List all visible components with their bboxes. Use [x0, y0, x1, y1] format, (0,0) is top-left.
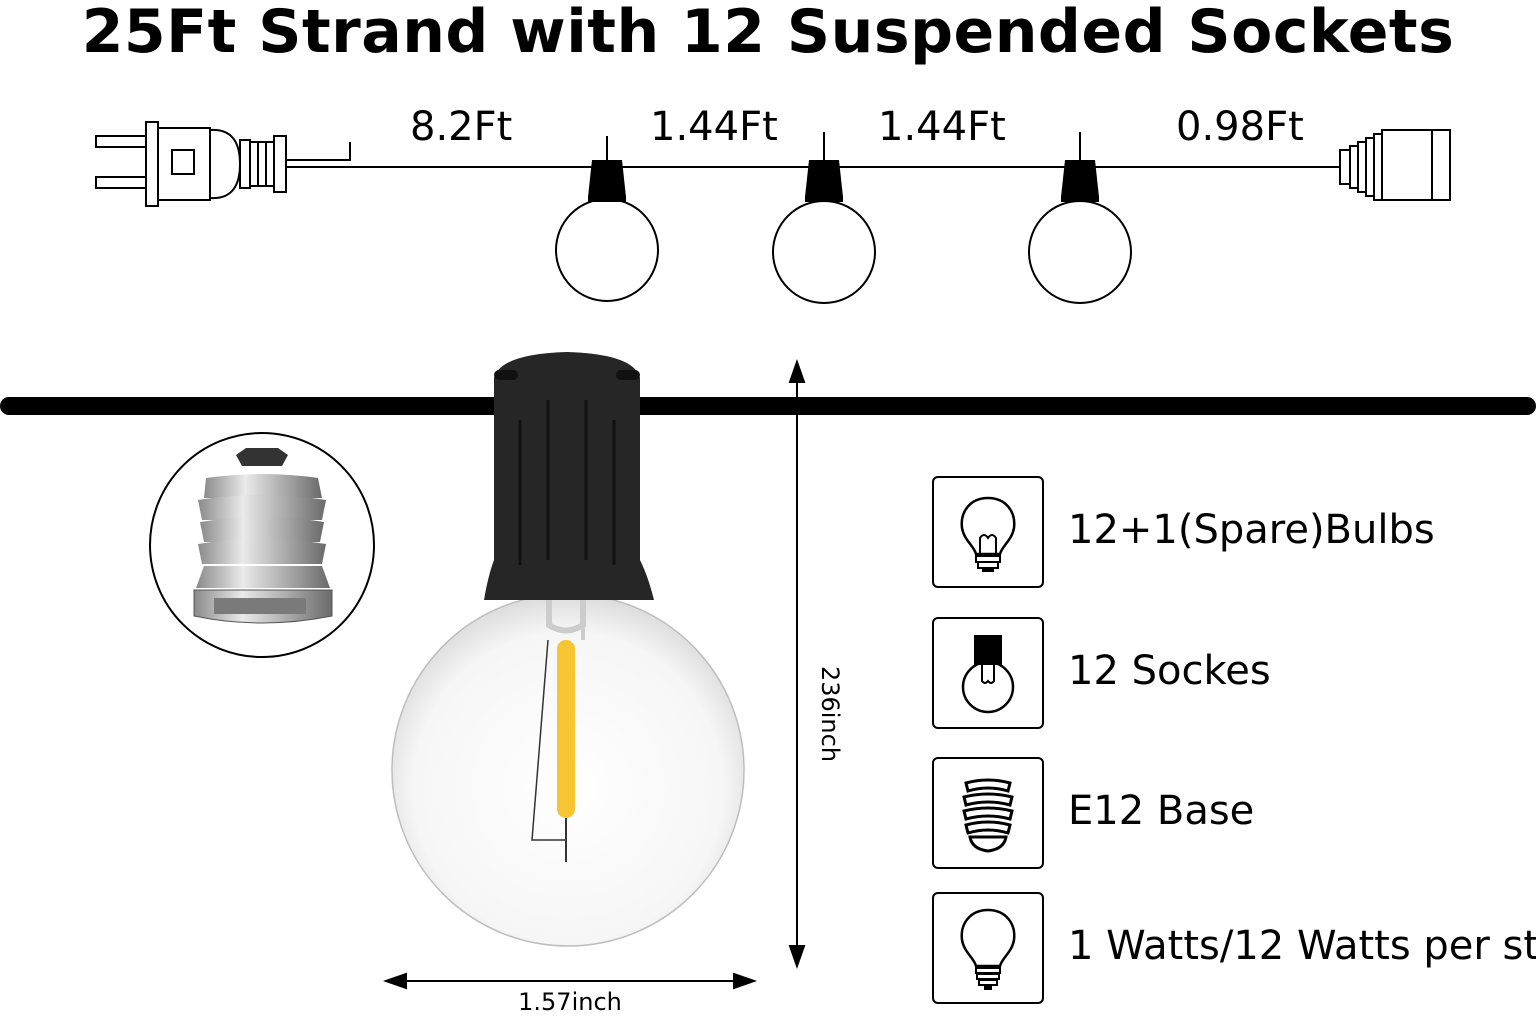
- width-dimension-label: 1.57inch: [518, 988, 622, 1016]
- height-dimension-arrow: [788, 358, 806, 970]
- feature-sockets: 12 Sockes: [932, 617, 1532, 729]
- segment-label-4: 0.98Ft: [1176, 104, 1304, 150]
- page-title: 25Ft Strand with 12 Suspended Sockets: [81, 0, 1455, 67]
- feature-watts: 1 Watts/12 Watts per st: [932, 892, 1536, 1004]
- filament: [557, 640, 575, 818]
- male-plug-icon: [95, 121, 287, 207]
- light-bulb-icon: [960, 496, 1016, 572]
- screw-base-icon: [962, 778, 1014, 853]
- bulb-3: [1028, 132, 1132, 304]
- bulb-2: [772, 132, 876, 304]
- segment-label-2: 1.44Ft: [650, 104, 778, 150]
- female-plug-icon: [1339, 129, 1451, 201]
- feature-label: 12+1(Spare)Bulbs: [1068, 507, 1435, 553]
- bulb-outline-icon: [960, 908, 1016, 990]
- e12-base-inset: [149, 432, 375, 658]
- height-dimension-label: 236inch: [816, 665, 844, 763]
- feature-label: E12 Base: [1068, 788, 1255, 834]
- width-dimension-arrow: [382, 972, 758, 990]
- strand-diagram: [95, 121, 1451, 304]
- feature-label: 12 Sockes: [1068, 648, 1271, 694]
- bulb-1: [555, 136, 659, 302]
- feature-base: E12 Base: [932, 757, 1532, 869]
- feature-label: 1 Watts/12 Watts per st: [1068, 923, 1536, 969]
- cord-cable: [0, 397, 1536, 415]
- segment-label-1: 8.2Ft: [410, 104, 513, 150]
- segment-label-3: 1.44Ft: [878, 104, 1006, 150]
- feature-bulbs: 12+1(Spare)Bulbs: [932, 476, 1532, 588]
- socket-icon: [961, 635, 1015, 714]
- socket-body: [484, 352, 654, 600]
